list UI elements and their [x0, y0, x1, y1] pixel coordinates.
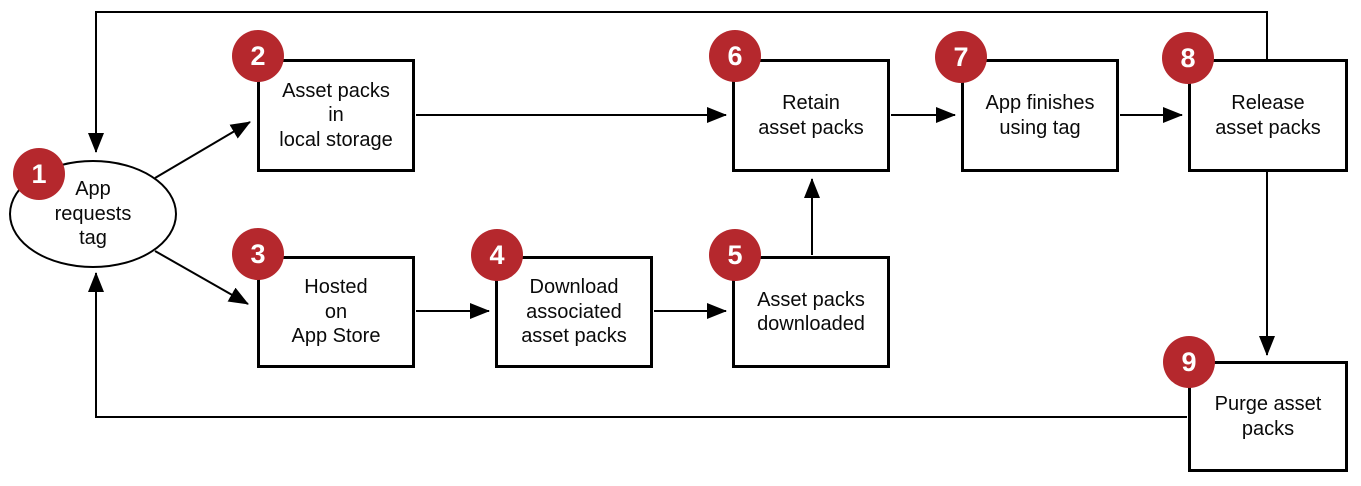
node-app-finishes-using-tag: App finishes using tag	[961, 59, 1119, 172]
step-badge-9: 9	[1163, 336, 1215, 388]
edge-8-to-1	[88, 11, 1268, 153]
node-purge-asset-packs: Purge asset packs	[1188, 361, 1348, 472]
step-badge-3: 3	[232, 228, 284, 280]
step-badge-1: 1	[13, 148, 65, 200]
node-retain-asset-packs: Retain asset packs	[732, 59, 890, 172]
step-badge-4: 4	[471, 229, 523, 281]
edge-9-to-1	[88, 272, 1187, 418]
step-badge-5: 5	[709, 229, 761, 281]
node-download-associated-asset-packs: Download associated asset packs	[495, 256, 653, 368]
step-badge-6: 6	[709, 30, 761, 82]
step-badge-8: 8	[1162, 32, 1214, 84]
edge-1-to-2	[154, 121, 251, 179]
edge-1-to-3	[154, 250, 249, 305]
node-release-asset-packs: Release asset packs	[1188, 59, 1348, 172]
node-asset-packs-in-local-storage: Asset packs in local storage	[257, 59, 415, 172]
node-asset-packs-downloaded: Asset packs downloaded	[732, 256, 890, 368]
step-badge-2: 2	[232, 30, 284, 82]
node-hosted-on-app-store: Hosted on App Store	[257, 256, 415, 368]
step-badge-7: 7	[935, 31, 987, 83]
